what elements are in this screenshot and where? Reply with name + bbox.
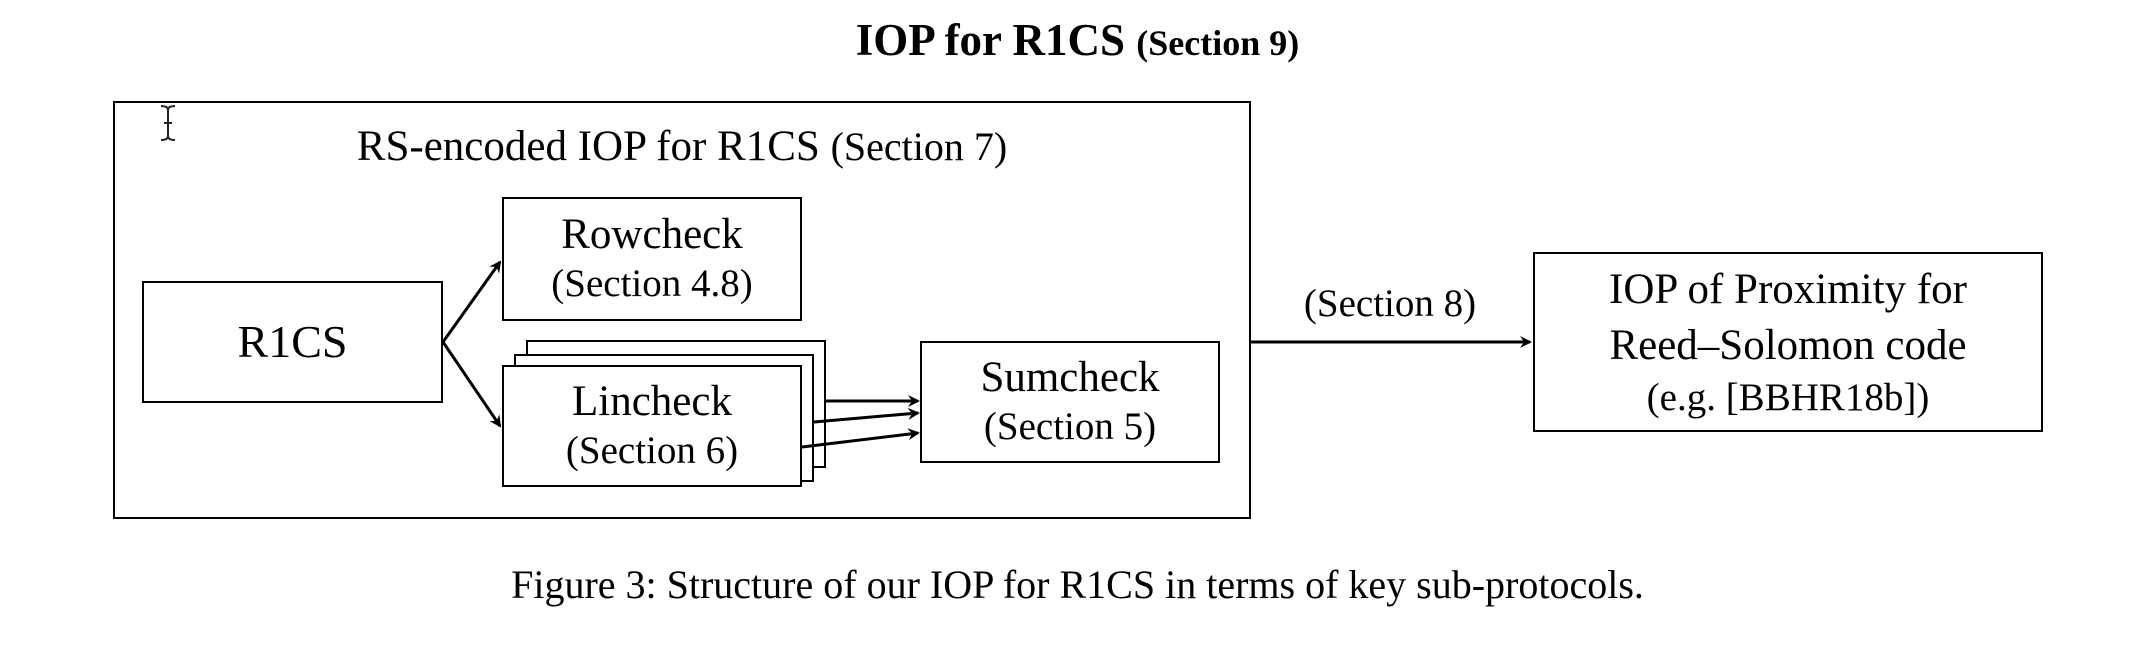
rs-title-main: RS-encoded IOP for R1CS — [356, 123, 820, 170]
sumcheck-node: Sumcheck (Section 5) — [920, 341, 1220, 463]
edge-label-section-8: (Section 8) — [1303, 282, 1477, 325]
iopp-line1: IOP of Proximity for — [1609, 266, 1967, 313]
arrow-lincheck-to-sumcheck-3 — [801, 428, 920, 449]
title-main: IOP for R1CS — [855, 15, 1125, 65]
rowcheck-node: Rowcheck (Section 4.8) — [502, 197, 802, 321]
text-cursor-icon — [158, 104, 178, 148]
iopp-line3: (e.g. [BBHR18b]) — [1646, 376, 1930, 419]
arrow-r1cs-to-rowcheck — [441, 260, 502, 343]
iop-of-proximity-node: IOP of Proximity for Reed–Solomon code (… — [1533, 252, 2043, 432]
figure-caption: Figure 3: Structure of our IOP for R1CS … — [511, 562, 1644, 607]
r1cs-label: R1CS — [237, 316, 348, 367]
diagram-title: IOP for R1CS (Section 9) — [0, 14, 2155, 66]
sumcheck-label: Sumcheck — [980, 354, 1160, 401]
rowcheck-section: (Section 4.8) — [551, 262, 753, 305]
arrow-r1cs-to-lincheck — [441, 341, 502, 428]
rs-encoded-iop-title: RS-encoded IOP for R1CS (Section 7) — [113, 122, 1251, 171]
lincheck-section: (Section 6) — [565, 429, 739, 472]
sumcheck-section: (Section 5) — [983, 405, 1157, 448]
rs-title-section: (Section 7) — [830, 124, 1008, 169]
lincheck-node: Lincheck (Section 6) — [502, 365, 802, 487]
iopp-line2: Reed–Solomon code — [1609, 322, 1967, 369]
r1cs-node: R1CS — [142, 281, 443, 403]
rowcheck-label: Rowcheck — [561, 211, 743, 258]
rs-encoded-iop-box — [113, 101, 1251, 519]
arrow-lincheck-to-sumcheck-2 — [813, 407, 920, 424]
lincheck-label: Lincheck — [572, 378, 732, 425]
title-section: (Section 9) — [1136, 23, 1300, 63]
